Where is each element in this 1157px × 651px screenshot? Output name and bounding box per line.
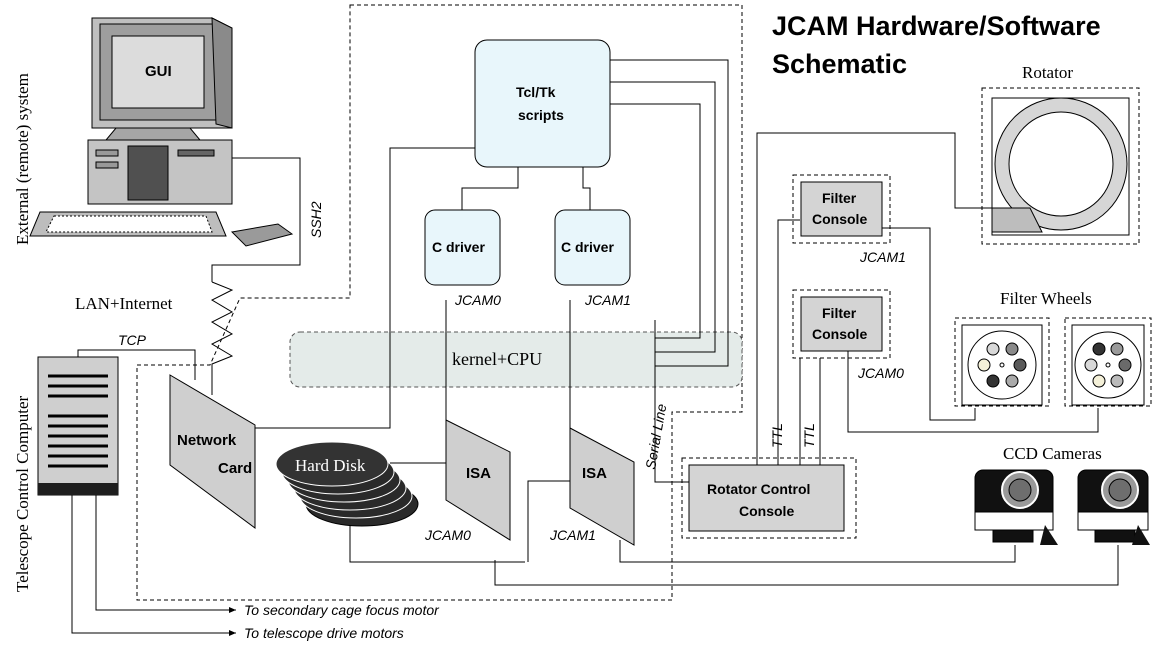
isa-to-rotator-console: [527, 480, 570, 562]
rotator-console-box: [688, 464, 845, 532]
isa-jcam0-bottom-label: JCAM0: [424, 527, 471, 543]
isa-card-jcam0: [445, 419, 511, 541]
to-focus-motor-label: To secondary cage focus motor: [244, 602, 440, 618]
isa1-camera-line: [619, 540, 1016, 563]
lan-zigzag-line: [210, 281, 234, 395]
filter-console-bottom-label-2: Console: [812, 326, 867, 342]
filter-bottom-wheel-line: [847, 351, 1099, 433]
rotator-console-label-2: Console: [739, 503, 794, 519]
filter-wheel-right-outline: [1064, 317, 1152, 407]
filter-top-wheel-line: [882, 227, 976, 421]
filter-wheel-right-icon: [1071, 324, 1145, 406]
tcl-driver1-line: [582, 167, 591, 210]
ssh2-label: SSH2: [308, 201, 324, 238]
isa-jcam1-bottom-label: JCAM1: [549, 527, 596, 543]
rotator-outline: [981, 87, 1140, 245]
tcl-kernel-line-1: [610, 59, 729, 367]
tcl-tk-label-1: Tcl/Tk: [516, 84, 556, 100]
ttl-label-1: TTL: [769, 423, 785, 448]
kernel-cpu-label: kernel+CPU: [452, 349, 542, 369]
isa-jcam0-label: ISA: [466, 465, 491, 482]
network-tcl-line: [255, 147, 475, 429]
filter-console-top-label-2: Console: [812, 211, 867, 227]
ccd-camera-jcam0-icon: [1077, 469, 1150, 545]
disk-camera-line: [349, 525, 525, 563]
kernel-cpu-band: [289, 331, 743, 388]
filter-jcam0-label: JCAM0: [857, 365, 904, 381]
telescope-computer-tower: [37, 356, 119, 496]
c-driver-jcam0-label: C driver: [432, 239, 485, 255]
gui-label: GUI: [145, 63, 172, 80]
network-card-label-1: Network: [177, 432, 237, 449]
tcl-kernel-line-2: [610, 81, 716, 353]
filter-console-top-label-1: Filter: [822, 190, 857, 206]
tcl-tk-label-2: scripts: [518, 107, 564, 123]
filter-console-bottom-label-1: Filter: [822, 305, 857, 321]
tcp-line: [77, 349, 196, 380]
filter-console-top-outline: [792, 174, 891, 244]
diagram-title-line2: Schematic: [772, 49, 907, 79]
filter-jcam1-label: JCAM1: [859, 249, 906, 265]
tcl-kernel-line-3: [610, 103, 701, 339]
tcl-tk-scripts-box: [474, 39, 611, 168]
filter-console-bottom-box: [800, 296, 883, 352]
tcp-label: TCP: [118, 332, 147, 348]
ttl-label-2: TTL: [801, 423, 817, 448]
focus-motor-arrow: [95, 495, 236, 613]
c-driver-jcam1-label: C driver: [561, 239, 614, 255]
filter-wheel-left-icon: [961, 324, 1043, 406]
filter-wheels-label: Filter Wheels: [1000, 289, 1092, 308]
filter-console-bottom-outline: [792, 289, 891, 359]
ssh2-line: [211, 157, 301, 282]
rotator-console-filter-line: [777, 219, 800, 465]
telescope-computer-label: Telescope Control Computer: [13, 396, 32, 592]
rotator-console-outline: [681, 457, 857, 539]
network-card-label-2: Card: [218, 460, 252, 477]
diagram-title-line1: JCAM Hardware/Software: [772, 11, 1101, 41]
filter-console-top-box: [800, 181, 883, 237]
lan-internet-label: LAN+Internet: [75, 294, 173, 313]
serial-line: [654, 320, 689, 483]
drive-motors-arrow: [71, 495, 236, 636]
isa0-camera-line: [494, 545, 1119, 586]
isa-jcam1-label: ISA: [582, 465, 607, 482]
rotator-label: Rotator: [1022, 63, 1073, 82]
driver-jcam1-label: JCAM1: [584, 292, 631, 308]
serial-line-label: Serial Line: [642, 402, 669, 470]
ccd-camera-jcam1-icon: [974, 469, 1058, 545]
network-card: [169, 374, 256, 529]
c-driver-jcam1-box: [554, 209, 631, 286]
to-drive-motors-label: To telescope drive motors: [244, 625, 404, 641]
driver-jcam0-label: JCAM0: [454, 292, 501, 308]
hard-disk-icon: [275, 441, 419, 527]
ccd-cameras-label: CCD Cameras: [1003, 444, 1102, 463]
c-driver-jcam0-box: [424, 209, 501, 286]
remote-computer-icon: [29, 17, 294, 247]
tcl-driver0-line: [461, 167, 519, 210]
hard-disk-label: Hard Disk: [295, 456, 366, 475]
computer-enclosure: [136, 4, 743, 601]
rotator-console-label-1: Rotator Control: [707, 481, 810, 497]
rotator-icon: [991, 97, 1130, 236]
external-system-label: External (remote) system: [13, 73, 32, 245]
rotator-console-rotator-line: [756, 132, 992, 465]
